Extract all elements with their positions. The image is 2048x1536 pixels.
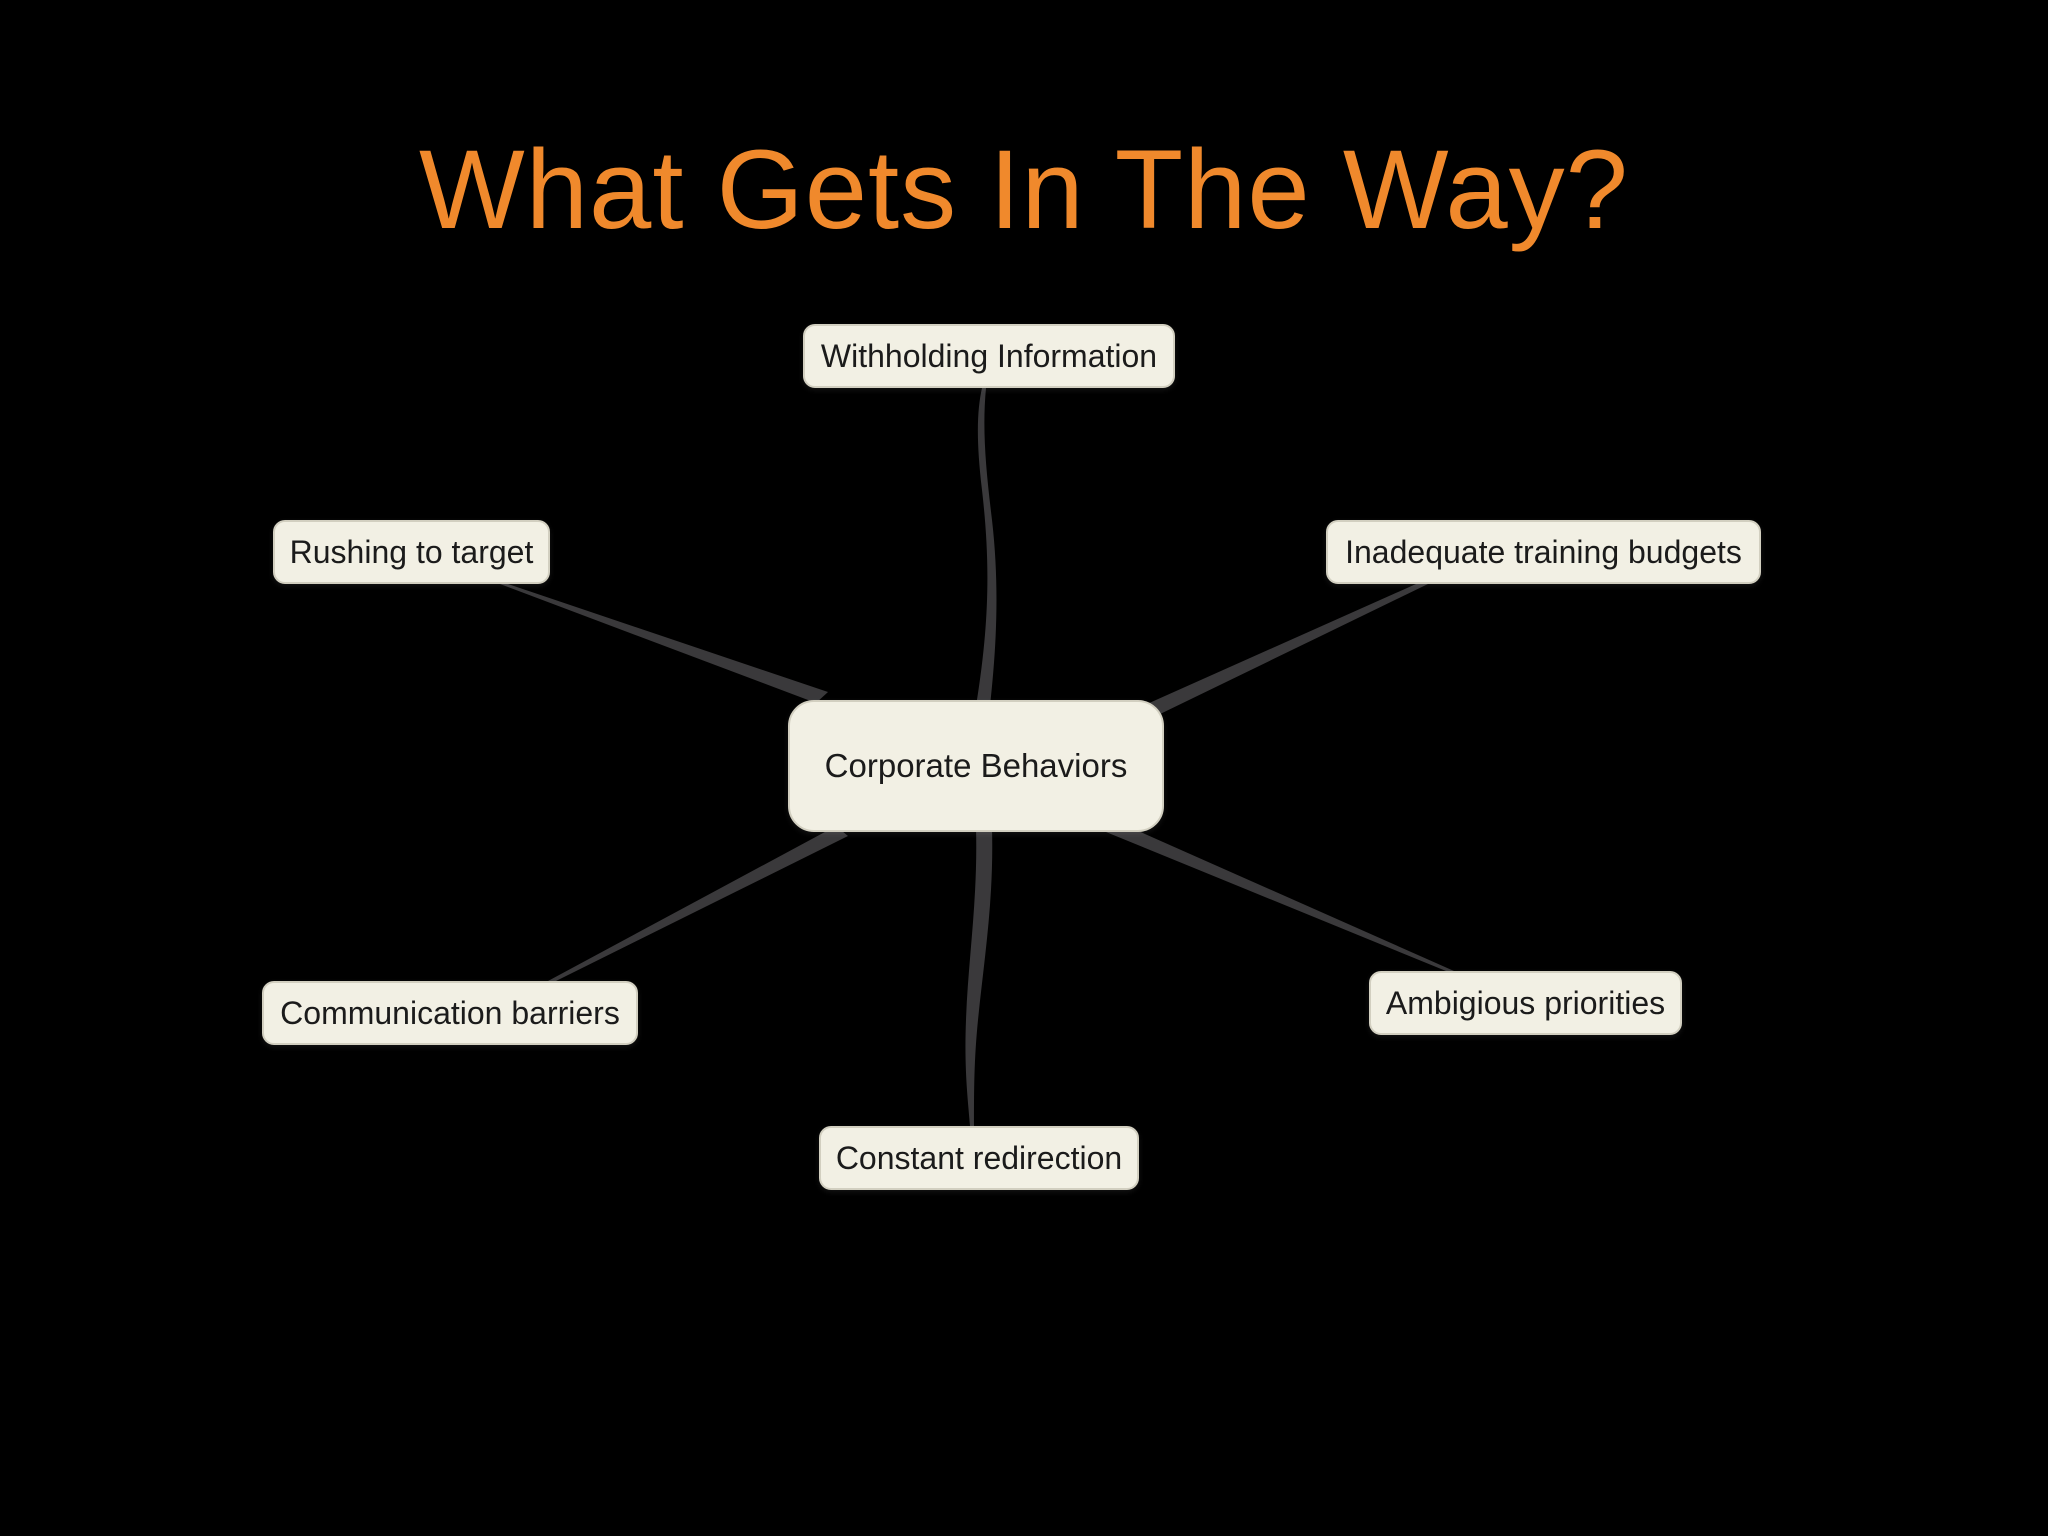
branch-node-communication-barriers: Communication barriers xyxy=(262,981,638,1045)
branch-node-constant-redirection: Constant redirection xyxy=(819,1126,1139,1190)
center-node-label: Corporate Behaviors xyxy=(824,747,1128,784)
connector-rushing xyxy=(500,584,828,703)
slide-title: What Gets In The Way? xyxy=(419,127,1629,252)
branch-node-label: Inadequate training budgets xyxy=(1345,533,1742,570)
branch-node-label: Ambigious priorities xyxy=(1385,984,1666,1021)
branch-node-rushing-to-target: Rushing to target xyxy=(273,520,550,584)
connector-constant xyxy=(965,828,993,1126)
connector-communication xyxy=(548,826,848,981)
branch-node-label: Communication barriers xyxy=(280,994,620,1031)
connector-ambigious xyxy=(1106,822,1454,971)
branch-node-inadequate-training-budgets: Inadequate training budgets xyxy=(1326,520,1761,584)
connector-withholding xyxy=(976,388,997,706)
branch-node-label: Rushing to target xyxy=(289,533,534,570)
branch-node-label: Withholding Information xyxy=(820,337,1158,374)
branch-node-withholding-information: Withholding Information xyxy=(803,324,1175,388)
branch-node-ambigious-priorities: Ambigious priorities xyxy=(1369,971,1682,1035)
center-node: Corporate Behaviors xyxy=(788,700,1164,832)
branch-node-label: Constant redirection xyxy=(835,1139,1123,1176)
connector-training xyxy=(1147,584,1428,716)
